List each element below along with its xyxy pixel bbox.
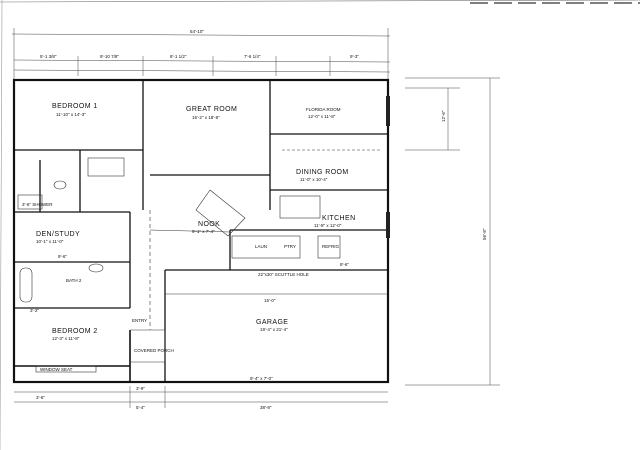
top-dim-4: 7'-6 1/4": [244, 54, 261, 59]
top-dimensions: 54'-10" 5'-1 3/8" 9'-10 7/8" 8'-1 1/2" 7…: [11, 28, 391, 90]
top-dim-2: 9'-10 7/8": [100, 54, 119, 59]
room-florida-room: FLORIDA ROOM: [306, 107, 341, 112]
room-covered-porch: COVERED PORCH: [134, 348, 174, 353]
right-dimensions: 56'-8" 12'-6": [405, 77, 500, 386]
bottom-dim-1: 3'-6": [36, 395, 45, 400]
misc-dim-3: 15'-0": [264, 298, 276, 303]
interior-walls: [14, 80, 388, 382]
den-study-size: 10'-1" x 11'-0": [36, 239, 64, 244]
garage-door-dim: 9'-4" x 7'-0": [250, 376, 273, 381]
room-pantry: PTRY: [284, 244, 296, 249]
misc-dim-4: 8'-6": [340, 262, 349, 267]
bedroom-1-size: 11'-10" x 14'-3": [56, 112, 86, 117]
room-bedroom-2: BEDROOM 2: [52, 328, 98, 335]
top-dim-3: 8'-1 1/2": [170, 54, 187, 59]
bottom-dimensions: 3'-6" 3'-9" 5'-4" 38'-8" 9'-4" x 7'-0" 1…: [14, 254, 388, 410]
room-great-room: GREAT ROOM: [186, 106, 237, 113]
overall-depth-dim: 56'-8": [482, 228, 487, 240]
dining-room-size: 11'-0" x 10'-4": [300, 177, 328, 182]
room-refrig: REFRIG: [322, 244, 340, 249]
room-entry: ENTRY: [132, 318, 147, 323]
bedroom-2-size: 12'-3" x 11'-8": [52, 336, 80, 341]
room-nook: NOOK: [198, 221, 220, 228]
kitchen-size: 11'-8" x 12'-0": [314, 223, 342, 228]
bottom-total-dim: 38'-8": [260, 405, 272, 410]
room-garage: GARAGE: [256, 319, 288, 326]
garage-size: 19'-4" x 21'-4": [260, 327, 288, 332]
nook-size: 9'-1" x 7'-4": [192, 229, 215, 234]
room-den-study: DEN/STUDY: [36, 231, 80, 238]
room-bath-2: BATH 2: [66, 278, 82, 283]
great-room-size: 15'-2" x 18'-8": [192, 115, 220, 120]
window-seat-note: WINDOW SEAT: [40, 367, 73, 372]
room-labels: BEDROOM 1 11'-10" x 14'-3" GREAT ROOM 15…: [22, 103, 356, 372]
room-bedroom-1: BEDROOM 1: [52, 103, 98, 110]
room-laundry: LAUN: [255, 244, 267, 249]
entry-width-dim: 5'-4": [136, 405, 145, 410]
fixtures: [17, 96, 390, 363]
scuttle-hole-note: 22"x30" SCUTTLE HOLE: [258, 272, 309, 277]
room-dining-room: DINING ROOM: [296, 169, 349, 176]
florida-room-size: 12'-0" x 11'-8": [308, 114, 336, 119]
room-kitchen: KITCHEN: [322, 215, 356, 222]
right-depth-dim: 12'-6": [441, 110, 446, 122]
overall-width-dim: 54'-10": [190, 29, 204, 34]
shower-note: 3'-6" SHOWER: [22, 202, 53, 207]
top-dim-5: 9'-3": [350, 54, 359, 59]
misc-dim-2: 9'-6": [58, 254, 67, 259]
bottom-dim-2: 3'-9": [136, 386, 145, 391]
misc-dim-1: 3'-2": [30, 308, 39, 313]
top-dim-1: 5'-1 3/8": [40, 54, 57, 59]
